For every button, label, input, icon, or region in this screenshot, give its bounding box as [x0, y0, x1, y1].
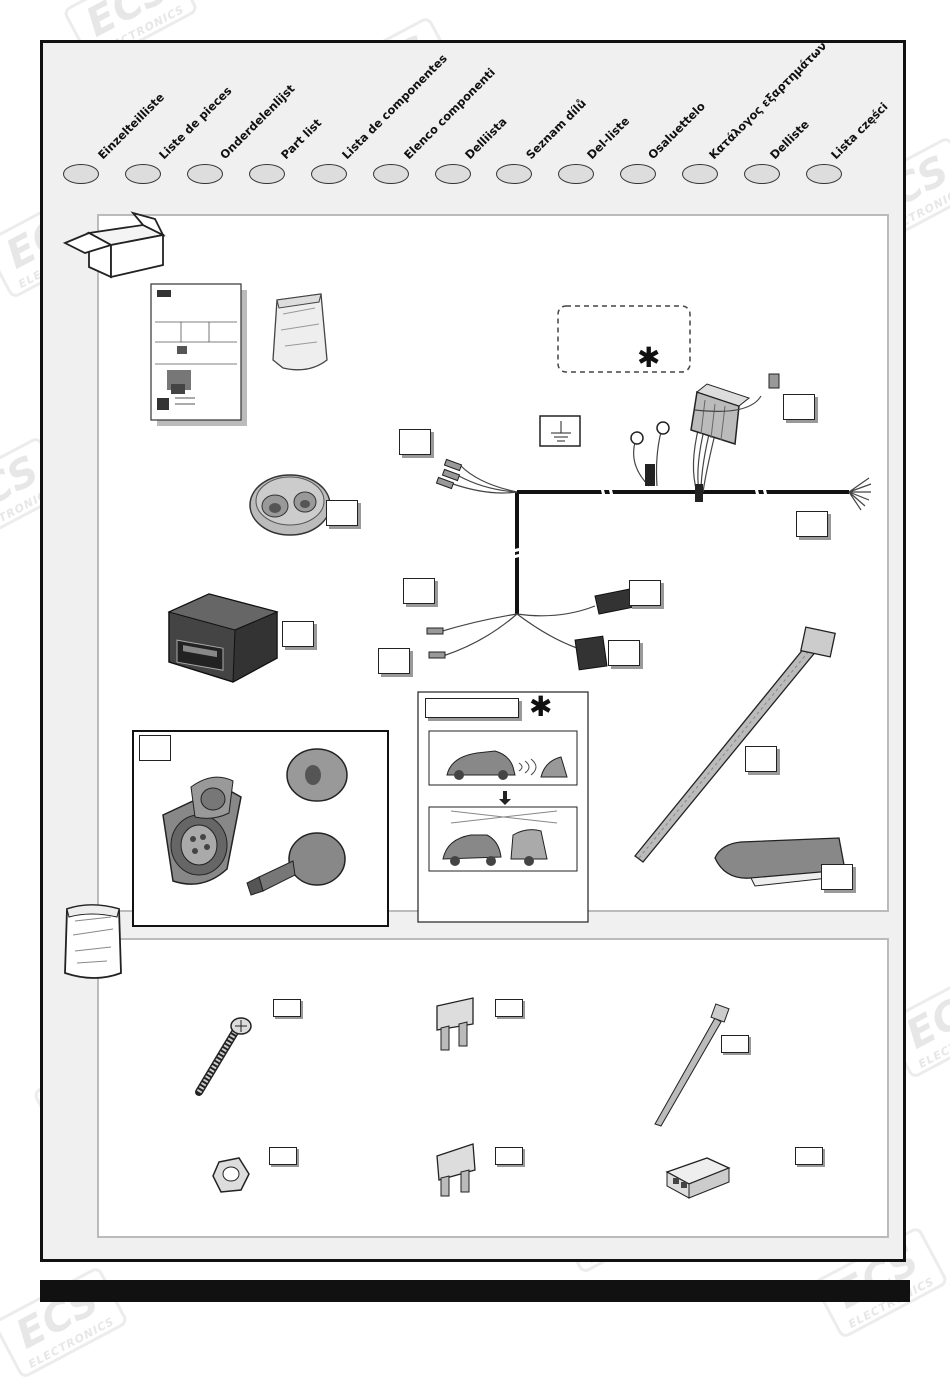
language-selector[interactable] — [806, 164, 842, 184]
control-module-illustration — [167, 593, 279, 683]
part-number-box — [282, 621, 314, 647]
parking-sensor-info-box — [417, 691, 589, 923]
language-selector[interactable] — [620, 164, 656, 184]
plug-connector-illustration — [665, 1157, 731, 1199]
part-number-box — [139, 735, 171, 761]
nut-illustration — [212, 1157, 250, 1193]
small-parts-panel — [97, 938, 889, 1238]
part-number-box — [608, 640, 640, 666]
fuse-illustration — [436, 997, 474, 1051]
optional-marker: ✱ — [637, 341, 661, 374]
optional-marker: ✱ — [529, 690, 553, 723]
plastic-bag-icon — [272, 293, 328, 371]
socket-kit-illustration — [132, 730, 389, 927]
language-label: Seznam dílů — [523, 96, 589, 162]
part-number-box — [326, 500, 358, 526]
cable-tie-small-illustration — [654, 1003, 730, 1127]
open-box-icon — [62, 211, 166, 279]
language-label: Κατάλογος εξαρτημάτων — [706, 38, 830, 162]
part-number-box — [269, 1147, 297, 1165]
optional-wire-box — [557, 305, 691, 373]
language-selector[interactable] — [249, 164, 285, 184]
language-label: Delliste — [767, 117, 812, 162]
part-number-box — [378, 648, 410, 674]
part-number-box — [273, 999, 301, 1017]
language-selector[interactable] — [744, 164, 780, 184]
part-number-box — [403, 578, 435, 604]
part-number-box — [795, 1147, 823, 1165]
part-number-box — [399, 429, 431, 455]
language-selector[interactable] — [125, 164, 161, 184]
language-label: Delliista — [462, 114, 510, 162]
parts-bag-icon — [64, 904, 122, 979]
language-selector[interactable] — [435, 164, 471, 184]
language-header: Einzelteilliste Liste de pieces Onderdel… — [43, 39, 903, 198]
parking-sensor-label-box — [425, 698, 519, 718]
language-selector[interactable] — [558, 164, 594, 184]
language-label: Del-liste — [584, 113, 633, 162]
cable-tie-illustration — [634, 626, 836, 863]
part-number-box — [745, 746, 777, 772]
language-label: Osaluettelo — [645, 99, 708, 162]
part-number-box — [495, 999, 523, 1017]
part-number-box — [796, 511, 828, 537]
language-label: Lista części — [828, 99, 891, 162]
page-frame: Einzelteilliste Liste de pieces Onderdel… — [40, 39, 906, 1262]
language-label: Part list — [278, 115, 325, 162]
language-selector[interactable] — [496, 164, 532, 184]
language-selector[interactable] — [63, 164, 99, 184]
rubber-grommet-illustration — [249, 474, 331, 536]
language-selector[interactable] — [311, 164, 347, 184]
part-number-box — [783, 394, 815, 420]
part-number-box — [495, 1147, 523, 1165]
box-contents-panel: ✱ — [97, 214, 889, 927]
language-label: Lista de componentes — [339, 51, 450, 162]
language-selector[interactable] — [187, 164, 223, 184]
part-number-box — [821, 864, 853, 890]
footer-bar — [40, 1280, 910, 1302]
ground-symbol — [539, 415, 581, 447]
part-number-box — [629, 580, 661, 606]
instruction-manual-illustration — [150, 283, 247, 426]
fuse-illustration — [436, 1143, 476, 1197]
screw-illustration — [195, 1017, 252, 1096]
language-selector[interactable] — [682, 164, 718, 184]
wiring-harness-illustration — [426, 373, 872, 671]
language-selector[interactable] — [373, 164, 409, 184]
part-number-box — [721, 1035, 749, 1053]
